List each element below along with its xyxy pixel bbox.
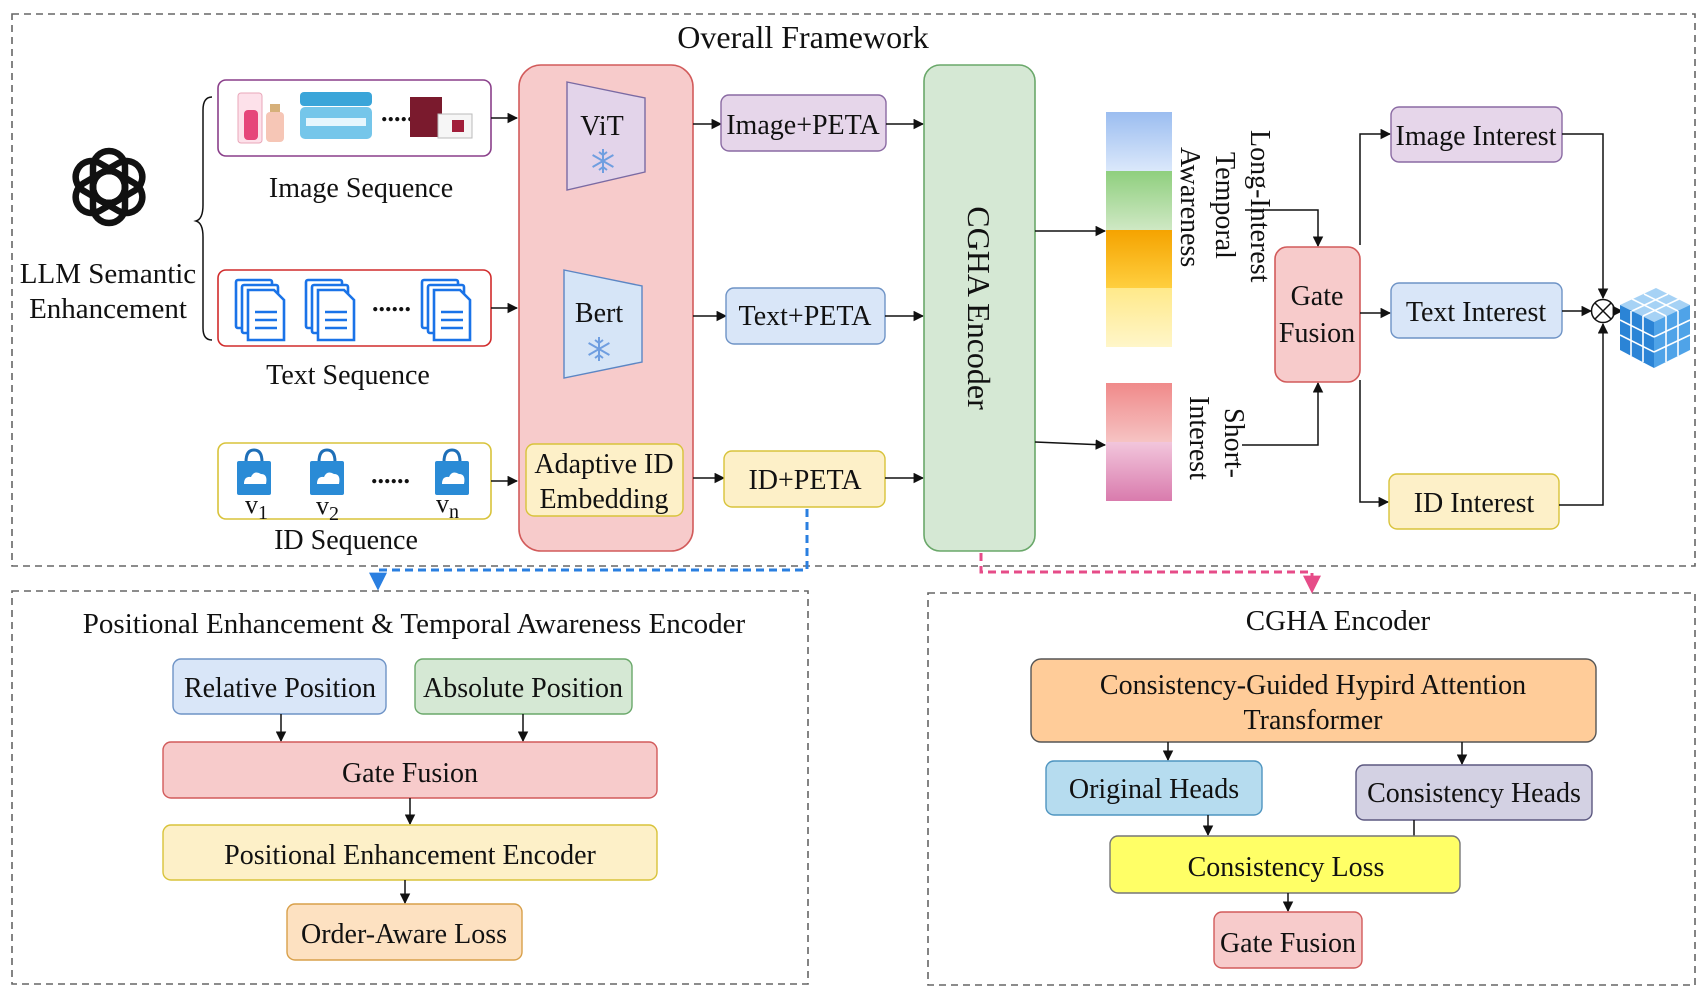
id-sequence-label: ID Sequence bbox=[274, 525, 418, 556]
shopping-bag-icon-2 bbox=[310, 448, 344, 495]
consistency-heads-label: Consistency Heads bbox=[1367, 778, 1581, 809]
long-interest-line2: Temporal bbox=[1209, 152, 1240, 259]
shopping-bag-icon-1 bbox=[237, 448, 271, 495]
image-sequence-label: Image Sequence bbox=[269, 173, 453, 204]
adaptive-id-embedding-box bbox=[525, 443, 684, 517]
positional-gate-fusion-label: Gate Fusion bbox=[342, 758, 478, 789]
id-interest-box bbox=[1388, 473, 1560, 530]
cgha-transformer-box bbox=[1030, 658, 1597, 743]
bert-label: Bert bbox=[575, 298, 623, 329]
llm-label-line2: Enhancement bbox=[29, 293, 187, 325]
document-icon-3 bbox=[420, 278, 472, 342]
cream-jar-product-image bbox=[300, 92, 372, 139]
long-interest-line3: Awareness bbox=[1174, 147, 1205, 267]
cgha-panel bbox=[927, 592, 1696, 986]
original-heads-label: Original Heads bbox=[1069, 774, 1239, 805]
adaptive-id-line1: Adaptive ID bbox=[534, 449, 673, 480]
document-icon-1 bbox=[234, 278, 286, 342]
item-v2-label: v2 bbox=[316, 491, 339, 525]
image-peta-label: Image+PETA bbox=[726, 110, 880, 141]
overall-framework-panel bbox=[11, 13, 1696, 567]
overall-framework-title: Overall Framework bbox=[677, 19, 928, 55]
positional-encoder-box bbox=[162, 824, 658, 881]
snowflake-icon bbox=[588, 337, 610, 361]
id-peta-label: ID+PETA bbox=[748, 465, 862, 496]
shopping-bag-icon-3 bbox=[435, 448, 469, 495]
text-peta-label: Text+PETA bbox=[739, 301, 873, 332]
llm-label-line1: LLM Semantic bbox=[20, 258, 196, 290]
output-cube-icon bbox=[1619, 288, 1691, 368]
text-sequence-label: Text Sequence bbox=[266, 360, 430, 391]
blue-dashed-connector bbox=[369, 509, 809, 591]
snowflake-icon bbox=[592, 149, 614, 173]
long-interest-feature-bar bbox=[1106, 112, 1172, 347]
relative-position-box bbox=[172, 658, 387, 715]
cgha-panel-title: CGHA Encoder bbox=[1246, 605, 1431, 637]
positional-panel-title: Positional Enhancement & Temporal Awaren… bbox=[83, 608, 746, 640]
absolute-position-label: Absolute Position bbox=[423, 673, 623, 704]
gate-fusion-line1: Gate bbox=[1291, 281, 1344, 312]
relative-position-label: Relative Position bbox=[184, 673, 376, 704]
cgha-gate-fusion-box bbox=[1213, 911, 1363, 969]
image-interest-label: Image Interest bbox=[1396, 121, 1557, 152]
cgha-encoder-vertical-label: CGHA Encoder bbox=[961, 206, 997, 410]
cgha-encoder-box bbox=[923, 64, 1036, 552]
id-peta-box bbox=[723, 450, 886, 508]
consistency-loss-label: Consistency Loss bbox=[1188, 852, 1385, 883]
item-vn-label: vn bbox=[436, 489, 459, 523]
consistency-loss-box bbox=[1109, 835, 1461, 894]
short-interest-line2: Interest bbox=[1183, 396, 1214, 480]
positional-panel bbox=[11, 590, 809, 985]
item-v1-label: v1 bbox=[245, 490, 268, 524]
cgha-transformer-line1: Consistency-Guided Hypird Attention bbox=[1100, 670, 1526, 701]
bert-encoder-shape bbox=[563, 269, 643, 379]
pink-dashed-connector bbox=[979, 553, 1321, 594]
gift-box-product-image bbox=[410, 97, 473, 139]
input-brace bbox=[193, 96, 213, 341]
image-peta-box bbox=[720, 94, 887, 152]
openai-logo-icon bbox=[72, 147, 146, 227]
cgha-gate-fusion-label: Gate Fusion bbox=[1220, 928, 1356, 959]
gate-fusion-box bbox=[1274, 246, 1361, 383]
id-ellipsis: ...... bbox=[371, 460, 410, 489]
consistency-heads-box bbox=[1355, 764, 1593, 821]
multiply-operator-icon bbox=[1590, 298, 1616, 324]
long-interest-line1: Long-Interest bbox=[1244, 130, 1275, 283]
order-aware-loss-box bbox=[286, 903, 523, 961]
vit-label: ViT bbox=[580, 111, 623, 142]
short-interest-feature-bar bbox=[1106, 383, 1172, 501]
document-icon-2 bbox=[304, 278, 356, 342]
original-heads-box bbox=[1045, 760, 1263, 816]
id-interest-label: ID Interest bbox=[1414, 488, 1535, 519]
order-aware-loss-label: Order-Aware Loss bbox=[301, 919, 507, 950]
short-interest-line1: Short- bbox=[1218, 408, 1249, 478]
adaptive-id-line2: Embedding bbox=[539, 484, 668, 515]
perfume-product-image bbox=[237, 92, 284, 144]
gate-fusion-line2: Fusion bbox=[1279, 318, 1355, 349]
vit-encoder-shape bbox=[566, 81, 646, 191]
cgha-transformer-line2: Transformer bbox=[1244, 705, 1384, 736]
positional-encoder-label: Positional Enhancement Encoder bbox=[224, 840, 596, 871]
text-ellipsis: ...... bbox=[372, 288, 411, 317]
text-interest-label: Text Interest bbox=[1406, 297, 1547, 328]
